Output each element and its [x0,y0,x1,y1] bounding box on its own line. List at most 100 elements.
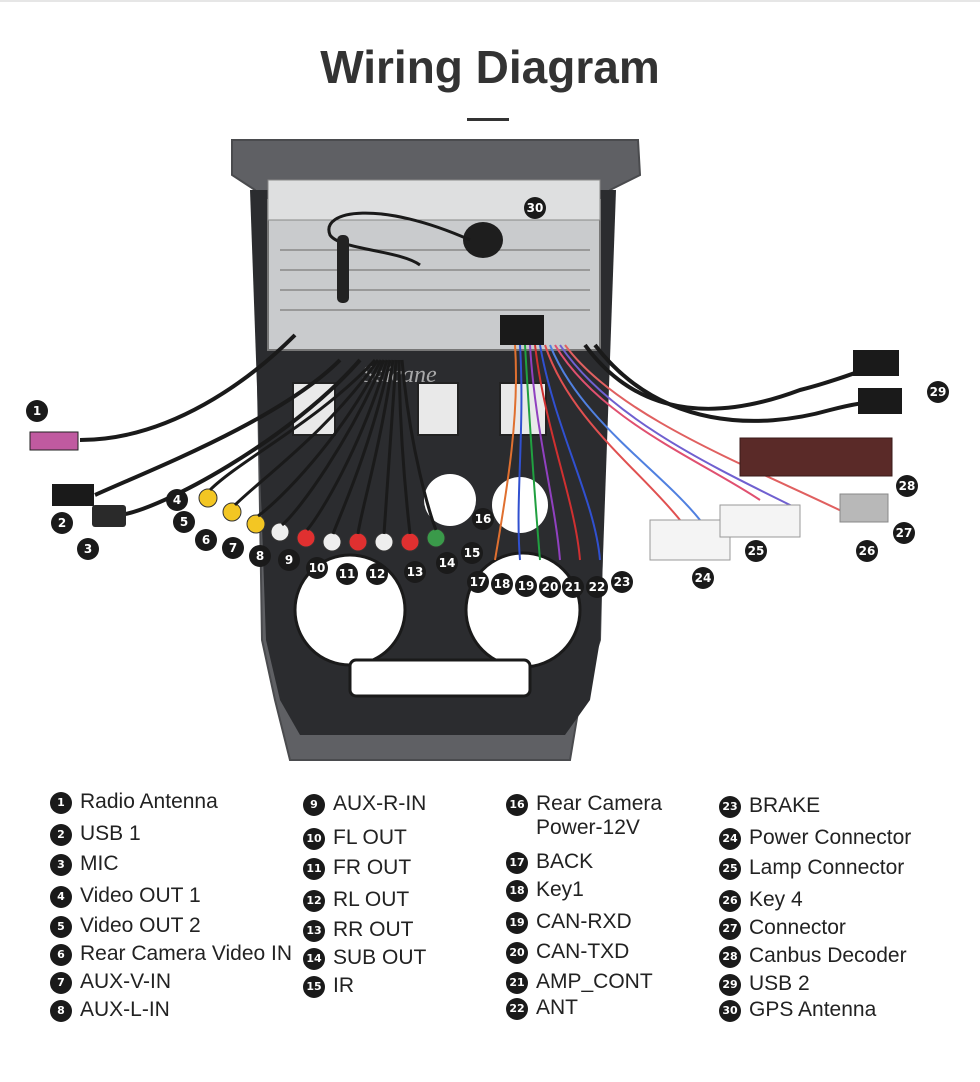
power-connector [649,519,731,561]
legend-number-badge: 15 [303,976,325,998]
legend-number-badge: 7 [50,972,72,994]
legend-number-badge: 25 [719,858,741,880]
legend-item: 15 IR [303,974,354,998]
canbus-decoder-box [739,437,893,477]
callout-marker-6: 6 [195,529,217,551]
chassis-top [267,179,601,221]
page-title: Wiring Diagram [320,41,660,93]
callout-marker-7: 7 [222,537,244,559]
mic-cable [119,358,362,517]
legend-label: Power Connector [749,826,912,849]
callout-marker-3: 3 [77,538,99,560]
legend-label: MIC [80,852,119,875]
legend-label: BRAKE [749,794,821,817]
callout-marker-30: 30 [524,197,546,219]
rca-connectors [198,488,446,552]
legend-label: Key1 [536,878,584,901]
legend-item: 18 Key1 [506,878,584,902]
knob-hole-top-left [424,474,476,526]
callout-marker-4: 4 [166,489,188,511]
callout-marker-26: 26 [856,540,878,562]
legend-number-badge: 1 [50,792,72,814]
legend-number-badge: 4 [50,886,72,908]
vent-center [417,382,459,436]
legend-number-badge: 6 [50,944,72,966]
legend-number-badge: 28 [719,946,741,968]
callout-marker-22: 22 [586,576,608,598]
legend-number-badge: 24 [719,828,741,850]
legend-number-badge: 23 [719,796,741,818]
legend-item: 24 Power Connector [719,826,911,850]
legend-label: RL OUT [333,888,410,911]
legend-number-badge: 29 [719,974,741,996]
callout-marker-18: 18 [491,573,513,595]
head-unit-illustration: Seicane [29,139,902,761]
legend-number-badge: 20 [506,942,528,964]
legend-number-badge: 9 [303,794,325,816]
legend-label: FR OUT [333,856,412,879]
callout-marker-11: 11 [336,563,358,585]
callout-marker-8: 8 [249,545,271,567]
callout-marker-28: 28 [896,475,918,497]
radio-antenna-plug [29,431,79,451]
wifi-antenna [337,235,349,303]
connector-27 [839,493,889,523]
usb2-cable [583,343,881,411]
legend-label: Lamp Connector [749,856,905,879]
callout-marker-12: 12 [366,563,388,585]
callout-marker-2: 2 [51,512,73,534]
callout-marker-25: 25 [745,540,767,562]
top-divider [0,0,980,2]
gps-antenna-puck [463,222,503,258]
callout-marker-17: 17 [467,571,489,593]
legend-label: RR OUT [333,918,414,941]
legend-label: AUX-V-IN [80,970,172,993]
legend-item: 20 CAN-TXD [506,940,629,964]
rca-cables [208,358,438,535]
callout-marker-20: 20 [539,576,561,598]
legend-number-badge: 8 [50,1000,72,1022]
legend-label: USB 2 [749,972,810,995]
legend-label: USB 1 [80,822,141,845]
legend-number-badge: 12 [303,890,325,912]
callout-marker-13: 13 [404,561,426,583]
main-harness-plug [500,315,544,345]
legend-number-badge: 14 [303,948,325,970]
callout-marker-14: 14 [436,552,458,574]
legend-item: 8 AUX-L-IN [50,998,170,1022]
mic-plug [92,505,126,527]
legend-label: Video OUT 2 [80,914,201,937]
lamp-connector [719,504,801,538]
legend-label: FL OUT [333,826,407,849]
usb1-plug [52,484,94,506]
legend-number-badge: 11 [303,858,325,880]
legend-label: GPS Antenna [749,998,877,1021]
usb1-cable [94,358,342,497]
legend-label: CAN-TXD [536,940,630,963]
callout-marker-9: 9 [278,549,300,571]
legend-number-badge: 22 [506,998,528,1020]
legend-label: AUX-R-IN [333,792,427,815]
lower-slot [348,658,532,698]
callout-marker-15: 15 [461,542,483,564]
legend-number-badge: 18 [506,880,528,902]
callout-marker-10: 10 [306,557,328,579]
callout-marker-19: 19 [515,575,537,597]
usb2-plug-a [853,350,899,376]
legend-number-badge: 17 [506,852,528,874]
legend-item: 23 BRAKE [719,794,820,818]
legend-number-badge: 16 [506,794,528,816]
legend-item: 29 USB 2 [719,972,810,996]
legend-label: IR [333,974,354,997]
title-underline [467,118,509,121]
legend-label: AUX-L-IN [80,998,170,1021]
